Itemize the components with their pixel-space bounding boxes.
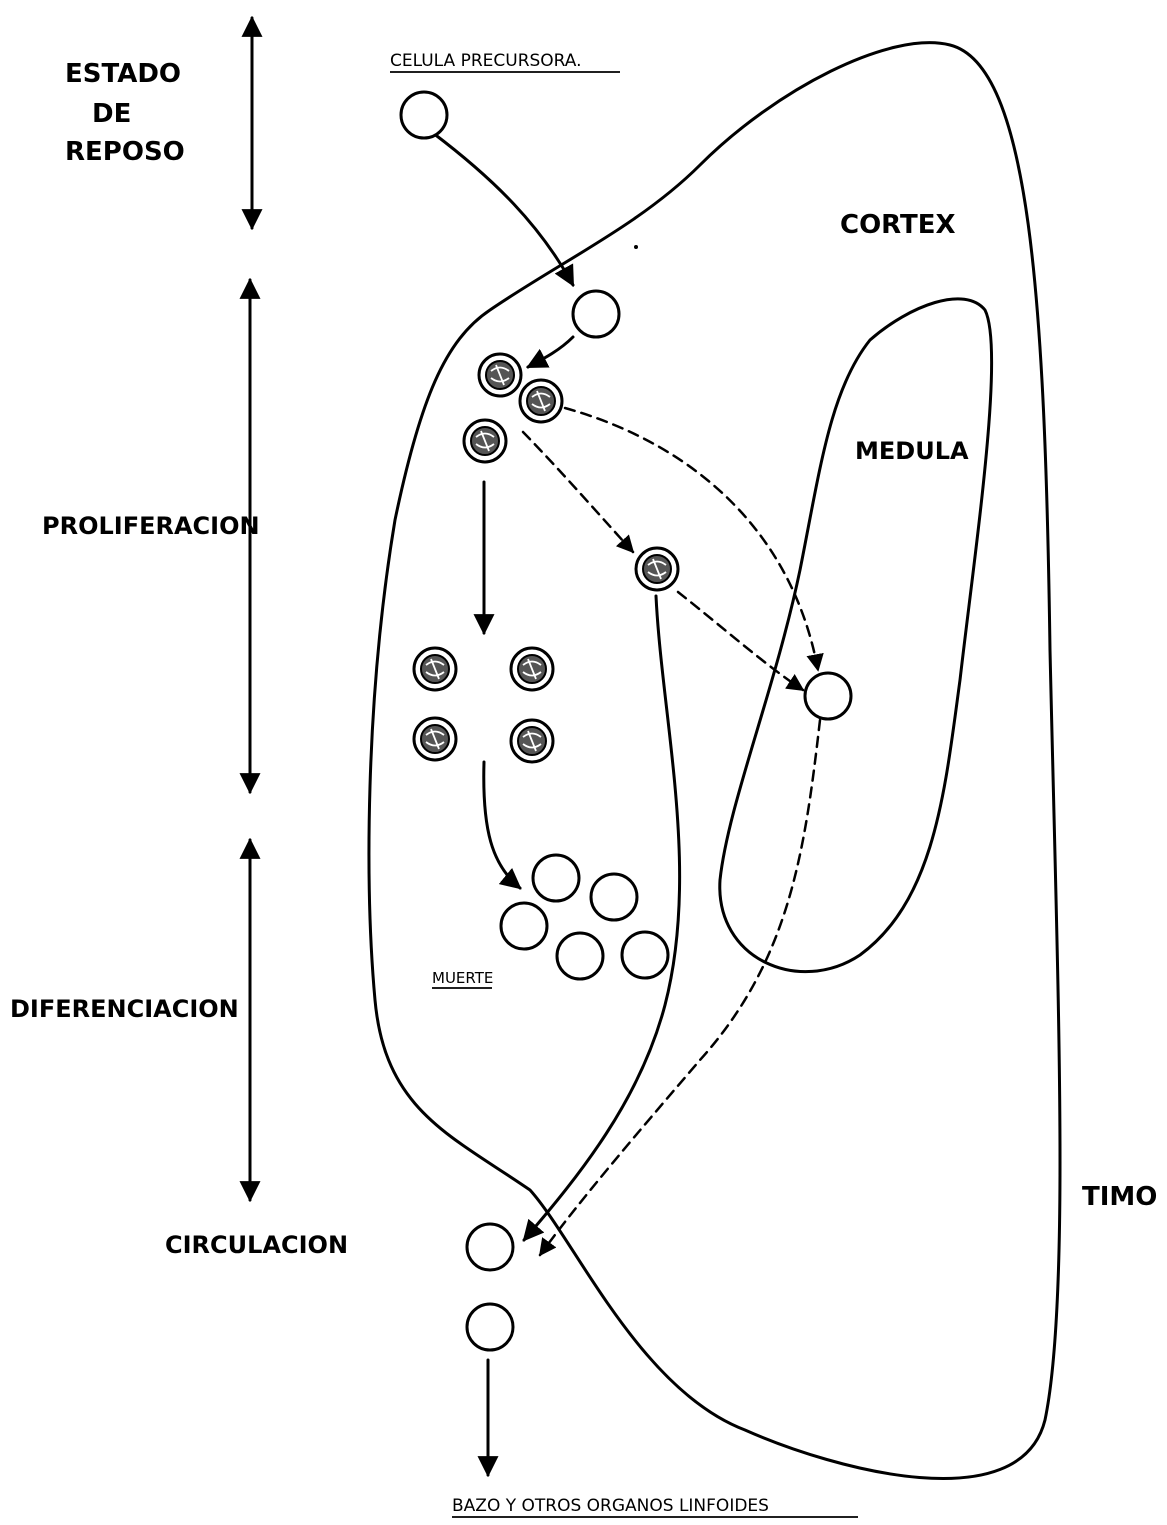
stage-label-rest-1: ESTADO — [65, 59, 181, 89]
region-label-thymus: TIMO — [1082, 1182, 1157, 1212]
dividing-cell — [520, 380, 562, 422]
arrow-to-dividing-cells — [528, 337, 573, 367]
stage-label-circulation: CIRCULACION — [165, 1231, 348, 1259]
stage-label-rest-3: REPOSO — [65, 137, 185, 167]
stray-dot — [634, 245, 638, 249]
precursor-cell — [401, 92, 447, 138]
dead-cell — [622, 932, 668, 978]
stage-label-proliferation: PROLIFERACION — [42, 512, 260, 540]
dashed-arrow-to-medulla-cell — [565, 408, 818, 670]
dividing-cell — [511, 720, 553, 762]
precursor-cell-label: CELULA PRECURSORA. — [390, 51, 582, 71]
dividing-cell — [636, 548, 678, 590]
medulla-outline — [720, 299, 992, 972]
region-label-cortex: CORTEX — [840, 210, 956, 240]
circulating-cell — [467, 1224, 513, 1270]
dividing-cell — [479, 354, 521, 396]
cortex-entry-cell — [573, 291, 619, 337]
dividing-cell — [464, 420, 506, 462]
destination-label: BAZO Y OTROS ORGANOS LINFOIDES — [452, 1496, 769, 1516]
medulla-cell — [805, 673, 851, 719]
death-label: MUERTE — [432, 969, 493, 987]
arrow-precursor-to-cortex — [433, 133, 573, 285]
dead-cell — [501, 903, 547, 949]
dead-cell — [533, 855, 579, 901]
region-label-medulla: MEDULA — [855, 437, 969, 465]
dashed-arrow-medulla-to-circulation — [540, 720, 820, 1255]
arrow-to-dying-cells — [484, 762, 520, 888]
dead-cell — [557, 933, 603, 979]
dashed-arrow-to-mid-cell — [523, 432, 633, 552]
circulating-cell — [467, 1304, 513, 1350]
dividing-cell — [511, 648, 553, 690]
dividing-cell — [414, 648, 456, 690]
dividing-cell — [414, 718, 456, 760]
dead-cell — [591, 874, 637, 920]
stage-label-rest-2: DE — [92, 99, 131, 129]
stage-label-differentiation: DIFERENCIACION — [10, 995, 239, 1023]
